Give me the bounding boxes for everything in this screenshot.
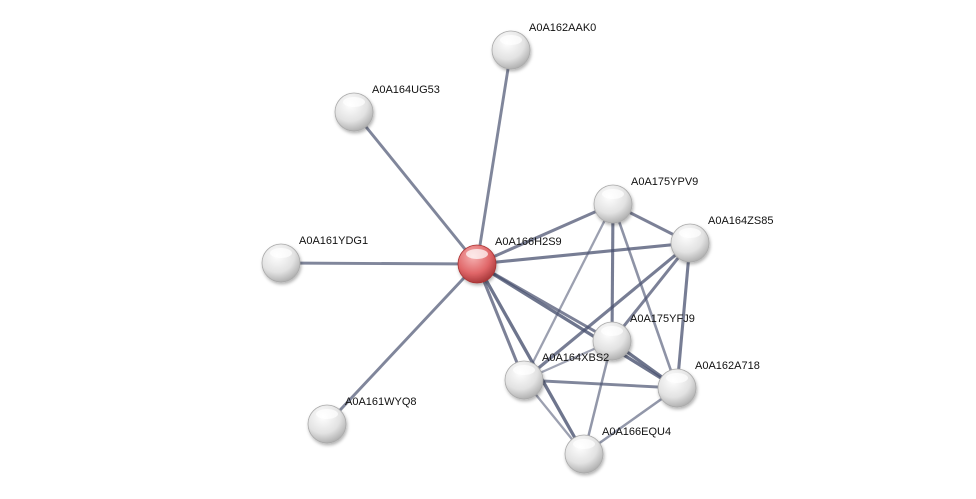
node-label[interactable]: A0A175YFJ9 <box>630 313 695 325</box>
edge-A0A166H2S9-A0A164ZS85[interactable] <box>476 241 691 266</box>
edge-A0A175YPV9-A0A164XBS2[interactable] <box>522 203 615 381</box>
edge-A0A166H2S9-A0A162A718[interactable] <box>476 262 678 390</box>
node-highlight <box>602 189 624 199</box>
node-A0A175YPV9[interactable]: A0A175YPV9 <box>593 176 698 224</box>
node-A0A164UG53[interactable]: A0A164UG53 <box>334 84 440 132</box>
node-highlight <box>513 365 535 375</box>
node-highlight <box>601 326 623 336</box>
node-label[interactable]: A0A161YDG1 <box>299 235 368 247</box>
node-highlight <box>270 248 292 258</box>
edge-A0A175YFJ9-A0A166EQU4[interactable] <box>582 340 614 455</box>
node-A0A161WYQ8[interactable]: A0A161WYQ8 <box>307 396 417 444</box>
node-highlight <box>343 97 365 107</box>
node-label[interactable]: A0A164ZS85 <box>708 215 773 227</box>
edge-A0A166H2S9-A0A166EQU4[interactable] <box>475 263 586 455</box>
node-A0A162A718[interactable]: A0A162A718 <box>657 360 760 408</box>
edge-A0A166H2S9-A0A175YPV9[interactable] <box>476 202 614 266</box>
node-label[interactable]: A0A164XBS2 <box>542 352 609 364</box>
node-label[interactable]: A0A162AAK0 <box>529 22 596 34</box>
node-label[interactable]: A0A161WYQ8 <box>345 396 417 408</box>
node-A0A166EQU4[interactable]: A0A166EQU4 <box>564 426 671 474</box>
node-label[interactable]: A0A166EQU4 <box>602 426 671 438</box>
node-A0A164ZS85[interactable]: A0A164ZS85 <box>670 215 773 263</box>
node-highlight <box>466 249 488 259</box>
node-A0A166H2S9[interactable]: A0A166H2S9 <box>457 236 562 284</box>
edge-A0A164ZS85-A0A164XBS2[interactable] <box>523 241 691 382</box>
edge-A0A166H2S9-A0A161YDG1[interactable] <box>280 261 478 266</box>
edge-A0A175YPV9-A0A162A718[interactable] <box>611 203 679 389</box>
node-label[interactable]: A0A164UG53 <box>372 84 440 96</box>
edge-A0A166H2S9-A0A164UG53[interactable] <box>352 111 479 265</box>
node-label[interactable]: A0A162A718 <box>695 360 760 372</box>
node-highlight <box>679 228 701 238</box>
edge-A0A164ZS85-A0A175YFJ9[interactable] <box>610 242 692 342</box>
node-highlight <box>316 409 338 419</box>
node-label[interactable]: A0A175YPV9 <box>631 176 698 188</box>
edge-A0A175YPV9-A0A175YFJ9[interactable] <box>610 203 615 342</box>
node-highlight <box>500 35 522 45</box>
edge-A0A164ZS85-A0A162A718[interactable] <box>675 242 692 389</box>
node-label[interactable]: A0A166H2S9 <box>495 236 562 248</box>
edge-A0A166H2S9-A0A164XBS2[interactable] <box>475 263 526 381</box>
node-A0A164XBS2[interactable]: A0A164XBS2 <box>504 352 609 400</box>
node-A0A175YFJ9[interactable]: A0A175YFJ9 <box>592 313 695 361</box>
edge-A0A164XBS2-A0A162A718[interactable] <box>523 378 678 390</box>
node-A0A162AAK0[interactable]: A0A162AAK0 <box>491 22 596 70</box>
edge-A0A166H2S9-A0A162AAK0[interactable] <box>475 49 513 265</box>
node-highlight <box>573 439 595 449</box>
node-A0A161YDG1[interactable]: A0A161YDG1 <box>261 235 368 283</box>
node-highlight <box>666 373 688 383</box>
edge-A0A166H2S9-A0A161WYQ8[interactable] <box>325 263 479 425</box>
